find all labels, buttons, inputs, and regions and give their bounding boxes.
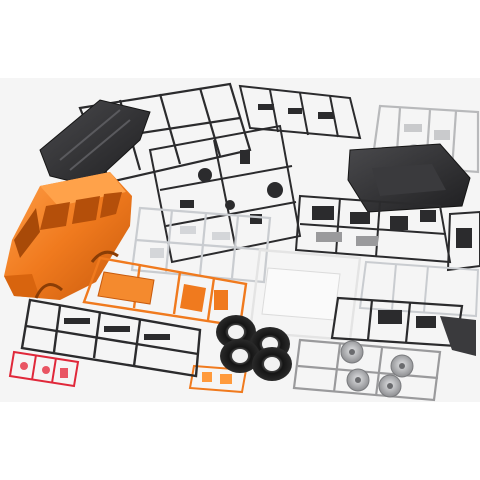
engine-small-parts <box>180 150 283 224</box>
black-fender-part <box>440 316 476 356</box>
chassis-floor-pan <box>39 99 151 187</box>
red-clear-sprue <box>8 350 80 388</box>
grey-wheel-sprue <box>292 338 442 402</box>
tire-set <box>216 315 292 381</box>
orange-hood-part <box>97 271 155 305</box>
black-right-sprue <box>294 194 452 264</box>
orange-body-shell <box>4 172 132 300</box>
black-frame-sprue <box>20 298 202 378</box>
black-far-right-sprue <box>446 210 480 272</box>
chassis-frame-rail <box>59 109 131 171</box>
clear-sprue <box>130 206 272 284</box>
wheel-rims <box>340 340 414 398</box>
